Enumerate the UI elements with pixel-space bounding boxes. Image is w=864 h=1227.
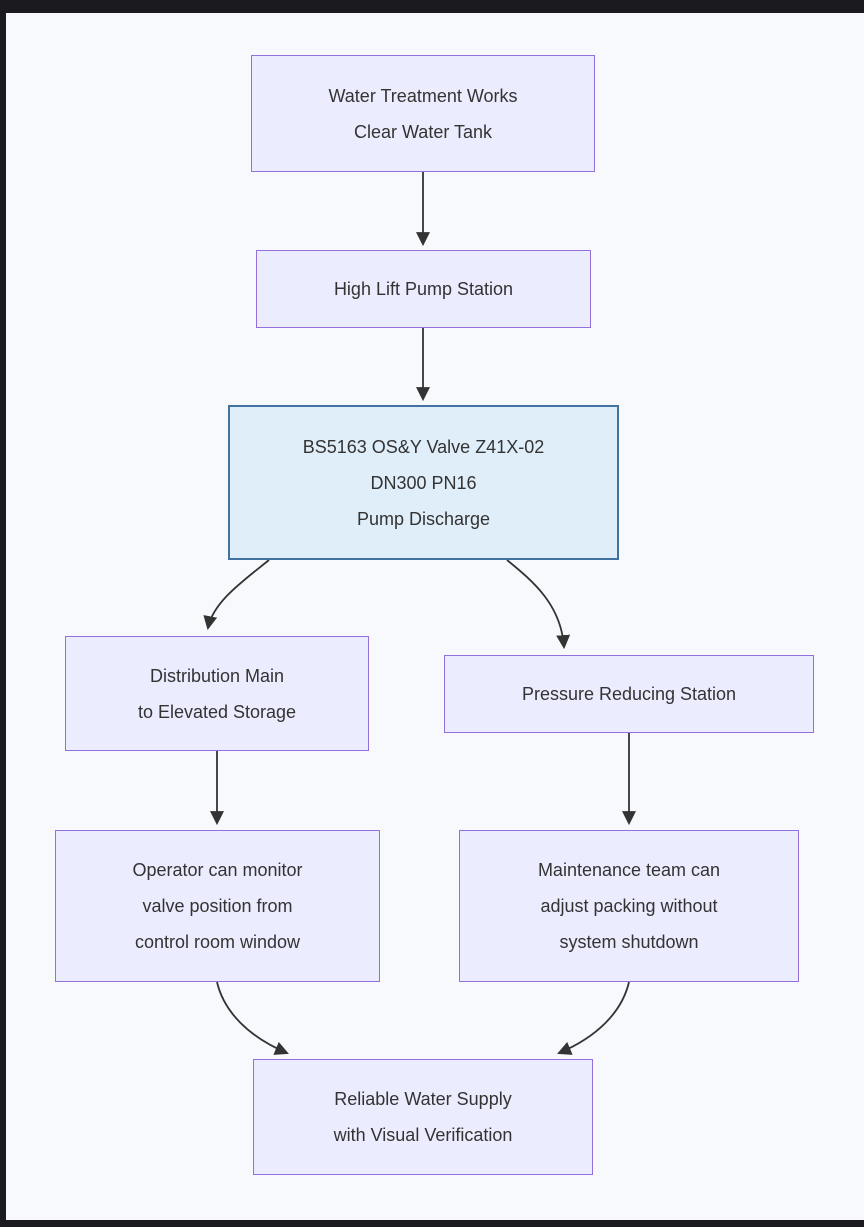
flowchart-edges	[203, 172, 636, 1055]
node-label-line: High Lift Pump Station	[333, 279, 514, 299]
edge-g-h	[557, 981, 630, 1055]
node-label-line: DN300 PN16	[370, 472, 477, 493]
node-label-line: Distribution Main	[149, 665, 285, 686]
node-label-line: BS5163 OS&Y Valve Z41X-02	[302, 436, 545, 457]
edge-f-h	[216, 981, 289, 1055]
node-label-line: control room window	[134, 932, 301, 952]
node-high-lift-pump-station: High Lift Pump Station	[256, 250, 591, 328]
node-label-line: Reliable Water Supply	[334, 1089, 512, 1109]
node-label-line: Clear Water Tank	[353, 121, 493, 142]
node-distribution-main: Distribution Main to Elevated Storage	[65, 636, 369, 751]
edge-c-e	[506, 559, 571, 650]
node-valve-bs5163: BS5163 OS&Y Valve Z41X-02 DN300 PN16 Pum…	[228, 405, 619, 560]
node-maintenance-team: Maintenance team can adjust packing with…	[459, 830, 799, 982]
diagram-canvas: Water Treatment Works Clear Water Tank H…	[6, 13, 864, 1220]
node-label-line: Pump Discharge	[356, 508, 491, 529]
node-label-line: valve position from	[142, 896, 293, 916]
node-label-line: system shutdown	[559, 932, 699, 952]
node-label-line: Pressure Reducing Station	[521, 684, 737, 704]
node-pressure-reducing-station: Pressure Reducing Station	[444, 655, 814, 733]
node-operator-monitor: Operator can monitor valve position from…	[55, 830, 380, 982]
edge-c-d	[203, 559, 270, 631]
node-label-line: Maintenance team can	[537, 860, 721, 880]
node-label-line: Water Treatment Works	[328, 85, 518, 106]
node-label-line: Operator can monitor	[132, 860, 303, 880]
node-label-line: to Elevated Storage	[137, 701, 297, 722]
node-label-line: adjust packing without	[540, 896, 718, 916]
node-reliable-water-supply: Reliable Water Supply with Visual Verifi…	[253, 1059, 593, 1175]
node-water-treatment-works: Water Treatment Works Clear Water Tank	[251, 55, 595, 172]
node-label-line: with Visual Verification	[333, 1125, 513, 1145]
